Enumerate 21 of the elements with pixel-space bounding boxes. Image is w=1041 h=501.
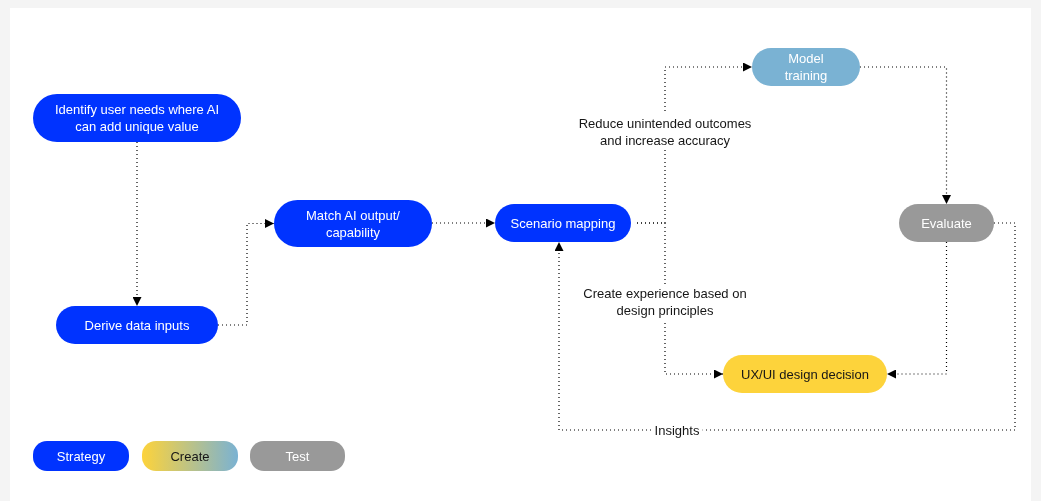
- node-text: Model training: [783, 50, 829, 84]
- dotted-arrow: [554, 222, 1016, 431]
- process-pill: [56, 306, 218, 344]
- process-pill: [723, 355, 887, 393]
- process-pill: [495, 204, 631, 242]
- dotted-arrow: [132, 141, 142, 307]
- node-text: Derive data inputs: [84, 316, 190, 334]
- process-pill: [33, 94, 241, 142]
- dotted-arrow: [636, 222, 724, 379]
- node-text: Evaluate: [921, 214, 972, 232]
- process-pill: [274, 200, 432, 247]
- legend-pill: Create: [142, 441, 238, 471]
- node-text: Match AI output/ capability: [305, 206, 401, 241]
- process-pill: [899, 204, 994, 242]
- process-pill: [752, 48, 860, 86]
- legend-pill: Strategy: [33, 441, 129, 471]
- dotted-arrow: [886, 241, 948, 379]
- node-text: Identify user needs where AI can add unique value: [53, 101, 220, 135]
- legend-pill: Test: [250, 441, 345, 471]
- node-text: Scenario mapping: [510, 214, 616, 232]
- node-text: UX/UI design decision: [741, 365, 869, 383]
